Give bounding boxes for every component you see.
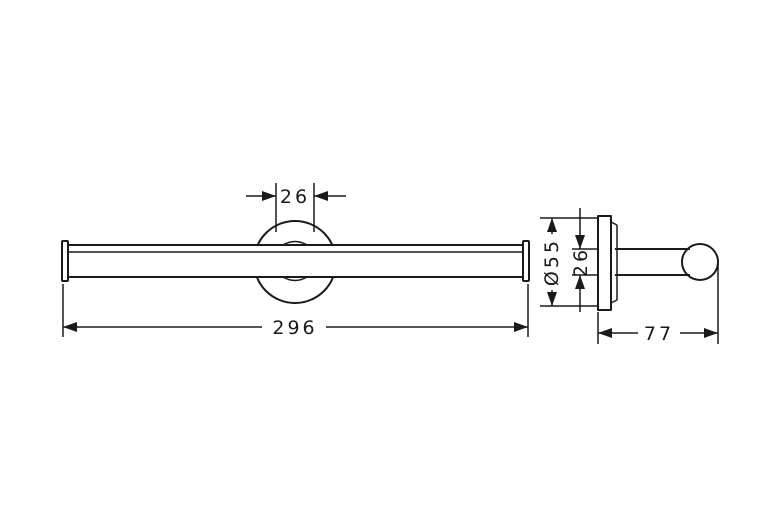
post-bottom-arc bbox=[282, 276, 308, 282]
bar-cross-section bbox=[681, 243, 719, 281]
dim-overall-length: 296 bbox=[62, 284, 529, 339]
dim-label-rosette-diameter: Ø55 bbox=[541, 238, 563, 286]
dim-label-bar-diameter: 26 bbox=[570, 247, 592, 277]
dim-bar-diameter: 26 bbox=[570, 208, 598, 312]
dim-label-rosette-width: 26 bbox=[280, 186, 310, 208]
post-top-arc bbox=[282, 240, 308, 246]
left-end-cap bbox=[61, 240, 69, 282]
dim-rosette-width: 26 bbox=[246, 183, 346, 232]
dim-label-projection: 77 bbox=[644, 323, 674, 345]
dim-projection: 77 bbox=[597, 262, 719, 345]
wall-plate bbox=[597, 215, 612, 311]
dim-label-overall-length: 296 bbox=[272, 317, 317, 339]
front-view bbox=[61, 220, 530, 304]
side-view bbox=[597, 215, 719, 311]
right-end-cap bbox=[522, 240, 530, 282]
dim-rosette-diameter: Ø55 bbox=[540, 217, 598, 307]
